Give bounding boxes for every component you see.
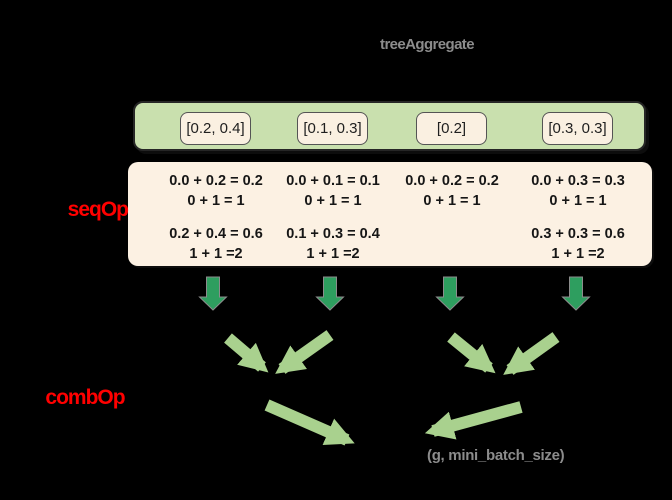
down-block-arrow-icon (315, 276, 345, 311)
diagonal-merge-arrow-icon (264, 399, 355, 446)
seqop-column: 0.0 + 0.1 = 0.1 0 + 1 = 1 0.1 + 0.3 = 0.… (258, 171, 408, 264)
calc-line: 0.0 + 0.2 = 0.2 (405, 173, 499, 189)
diagonal-merge-arrow-icon (424, 401, 523, 440)
partition-card: [0.1, 0.3] (297, 112, 368, 145)
calc-line: 0 + 1 = 1 (549, 193, 607, 209)
calc-line: 0.1 + 0.3 = 0.4 (286, 226, 380, 242)
calc-line: 0.0 + 0.2 = 0.2 (169, 173, 263, 189)
calc-line: 1 + 1 =2 (306, 246, 360, 262)
calc-gap (503, 211, 653, 224)
partition-card: [0.2] (416, 112, 487, 145)
diagonal-merge-arrow-icon (275, 330, 334, 374)
down-block-arrow-icon (435, 276, 465, 311)
diagonal-merge-arrow-icon (503, 332, 560, 375)
partitions-container: [0.2, 0.4] [0.1, 0.3] [0.2] [0.3, 0.3] (133, 101, 646, 151)
diagonal-merge-arrow-icon (447, 332, 496, 374)
seqop-column: 0.0 + 0.2 = 0.2 0 + 1 = 1 0.2 + 0.4 = 0.… (141, 171, 291, 264)
seqop-column: 0.0 + 0.3 = 0.3 0 + 1 = 1 0.3 + 0.3 = 0.… (503, 171, 653, 264)
calc-line: 0.0 + 0.3 = 0.3 (531, 173, 625, 189)
seqop-label: seqOp (67, 198, 129, 221)
down-block-arrow-icon (198, 276, 228, 311)
calc-line: 0.2 + 0.4 = 0.6 (169, 226, 263, 242)
calc-line: 1 + 1 =2 (551, 246, 605, 262)
calc-line: 0.3 + 0.3 = 0.6 (531, 226, 625, 242)
result-label: (g, mini_batch_size) (427, 447, 565, 464)
calc-line: 1 + 1 =2 (189, 246, 243, 262)
calc-gap (258, 211, 408, 224)
calc-line: 0.0 + 0.1 = 0.1 (286, 173, 380, 189)
down-block-arrow-icon (561, 276, 591, 311)
calc-line: 0 + 1 = 1 (187, 193, 245, 209)
diagram-title: treeAggregate (380, 36, 475, 53)
seqop-column: 0.0 + 0.2 = 0.2 0 + 1 = 1 (377, 171, 527, 211)
diagonal-merge-arrow-icon (224, 333, 269, 373)
calc-line: 0 + 1 = 1 (304, 193, 362, 209)
partition-card: [0.3, 0.3] (542, 112, 613, 145)
combop-label: combOp (45, 386, 125, 409)
calc-line: 0 + 1 = 1 (423, 193, 481, 209)
partition-card: [0.2, 0.4] (180, 112, 251, 145)
seqop-results-box: 0.0 + 0.2 = 0.2 0 + 1 = 1 0.2 + 0.4 = 0.… (128, 162, 652, 266)
